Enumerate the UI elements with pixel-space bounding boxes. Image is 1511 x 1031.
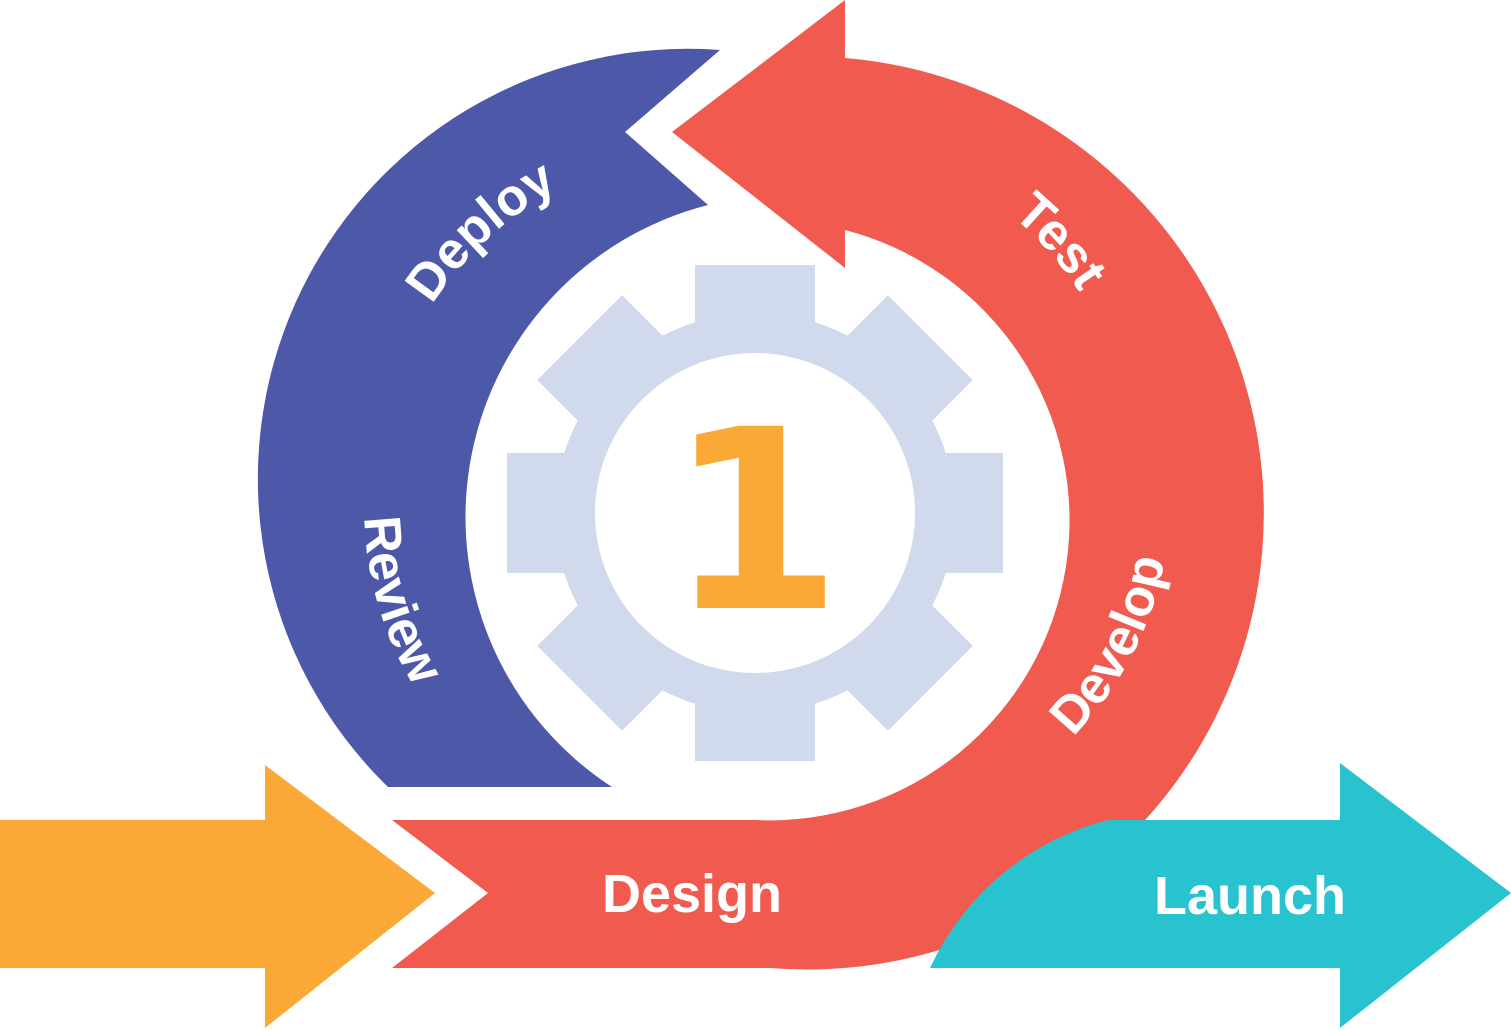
deploy-review-arc xyxy=(257,48,720,787)
stage-label-design: Design xyxy=(602,864,782,924)
center-number: 1 xyxy=(668,376,842,667)
input-arrow xyxy=(0,765,435,1028)
stage-label-launch: Launch xyxy=(1154,866,1346,926)
launch-arrow xyxy=(930,763,1511,1028)
gear-icon xyxy=(507,265,1003,761)
design-develop-test-arrow xyxy=(392,0,1264,970)
